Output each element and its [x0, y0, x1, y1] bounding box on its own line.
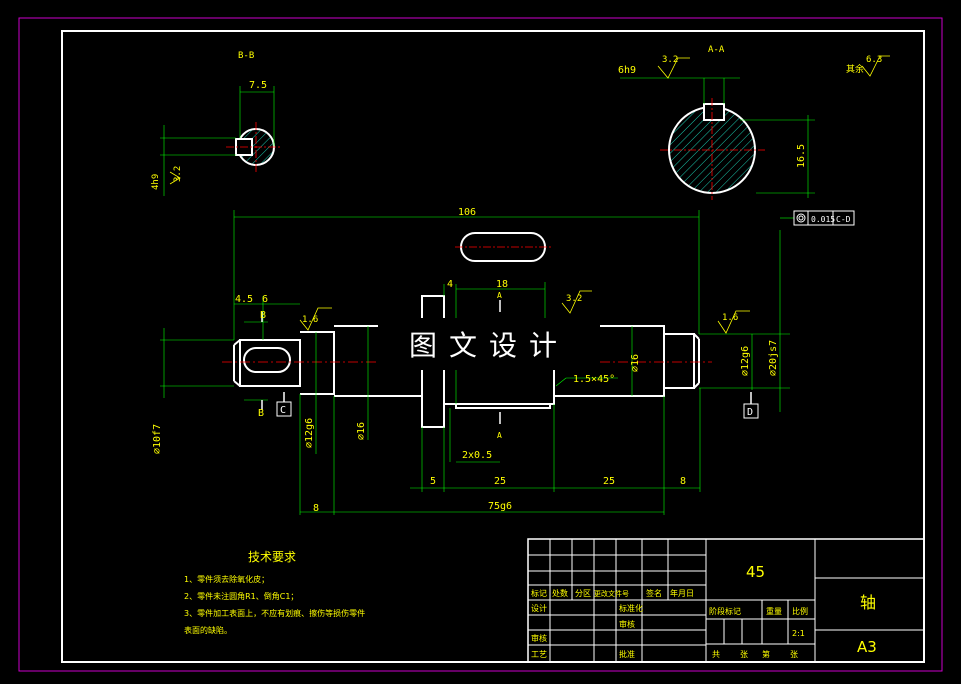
tol-ref: C-D: [836, 215, 851, 224]
dim-overall: 106: [458, 207, 476, 218]
datum-d-label: D: [747, 407, 753, 418]
dim-rough-mid: 3.2: [566, 294, 582, 304]
section-a-top: A: [497, 291, 502, 300]
dim-rough-right: 1.6: [722, 313, 738, 323]
dim-keyway-offset: 4: [447, 279, 453, 290]
tb-sheet-1: 张: [740, 650, 748, 659]
drawing-frame: [61, 30, 925, 663]
tb-header-2: 分区: [575, 589, 591, 598]
title-block: [527, 538, 925, 663]
tb-row-design: 设计: [531, 603, 547, 613]
tb-size: A3: [857, 638, 877, 656]
section-aa-depth: 16.5: [796, 144, 807, 168]
note-2: 2、零件未注圆角R1、倒角C1；: [184, 591, 298, 601]
tol-value: 0.015: [811, 215, 835, 224]
dim-chamfer: 1.5×45°: [573, 374, 615, 385]
tolerance-frame: [793, 210, 855, 226]
section-bb-title: B-B: [238, 51, 254, 61]
note-4: 表面的缺陷。: [184, 625, 232, 635]
dimension-texts: 106 4.5 6 4 18 1.5×45° 2x0.5 5 25 25 8 8…: [152, 207, 851, 514]
section-bb-roughness: 3.2: [173, 166, 183, 182]
tb-sheet-2: 第: [762, 649, 770, 659]
dim-dia-16-left: ⌀16: [356, 422, 367, 440]
dim-dia-10f7: ⌀10f7: [152, 424, 163, 454]
datum-b-label-2: B: [258, 408, 264, 419]
tb-std-2: 重量: [766, 606, 782, 616]
tb-material: 45: [746, 563, 765, 581]
note-1: 1、零件须去除氧化皮；: [184, 574, 269, 584]
section-aa-title: A-A: [708, 45, 725, 55]
tb-sheet-0: 共: [712, 650, 720, 659]
section-aa-fit: 6h9: [618, 65, 636, 76]
tb-row-review: 审核: [531, 633, 547, 643]
dim-len-75: 75g6: [488, 501, 512, 512]
section-bb-width: 7.5: [249, 80, 267, 91]
tb-header-3: 更改文件号: [594, 589, 629, 598]
tb-mid-2: 批准: [619, 649, 635, 659]
technical-notes: 技术要求 1、零件须去除氧化皮； 2、零件未注圆角R1、倒角C1； 3、零件加工…: [184, 550, 365, 635]
dim-d1: 4.5: [235, 294, 253, 305]
rest-roughness-value: 6.3: [866, 55, 882, 65]
rest-roughness-label: 其余: [846, 63, 864, 75]
datum-c-label: C: [280, 405, 286, 416]
dimension-lines: [160, 210, 794, 515]
section-aa-roughness: 3.2: [662, 55, 678, 65]
dim-rough-left: 1.6: [302, 315, 318, 325]
rest-roughness: 其余 6.3: [846, 55, 890, 77]
section-a-bottom: A: [497, 431, 502, 440]
dim-dia-12g6-right: ⌀12g6: [740, 346, 751, 376]
tb-header-1: 处数: [552, 588, 568, 598]
tb-std-1: 阶段标记: [709, 606, 741, 616]
tb-std-3: 比例: [792, 606, 808, 616]
tb-sheet-3: 张: [790, 650, 798, 659]
dim-dia-20js7: ⌀20js7: [768, 340, 779, 376]
notes-title: 技术要求: [248, 550, 296, 564]
section-bb: B-B 7.5 4h9 3.2: [151, 51, 280, 196]
tb-header-0: 标记: [531, 588, 547, 598]
tb-name: 轴: [860, 593, 876, 612]
dim-groove: 2x0.5: [462, 450, 492, 461]
tb-mid-0: 标准化: [619, 603, 643, 613]
section-aa: A-A 6h9 3.2 16.5: [618, 45, 815, 200]
concentricity-icon: [796, 213, 806, 223]
section-aa-keyway: [703, 103, 725, 121]
dim-seg3: 25: [603, 476, 615, 487]
dim-dia-16-right: ⌀16: [630, 354, 641, 372]
dim-seg1: 5: [430, 476, 436, 487]
dim-seg-left: 8: [313, 503, 319, 514]
tb-row-process: 工艺: [531, 650, 547, 659]
dim-dia-12g6-left: ⌀12g6: [304, 418, 315, 448]
note-3: 3、零件加工表面上，不应有划痕、擦伤等损伤零件: [184, 608, 365, 618]
datum-b-label: B: [260, 310, 266, 321]
dim-d2: 6: [262, 294, 268, 305]
watermark: 图文设计: [378, 318, 600, 370]
tb-header-4: 签名: [646, 588, 662, 598]
title-block-text: 45 轴 A3 2:1 标记 处数 分区 更改文件号 签名 年月日 设计 审核 …: [531, 563, 877, 659]
section-bb-depth: 4h9: [151, 174, 161, 190]
tb-scale: 2:1: [792, 629, 805, 638]
dim-keyway-len: 18: [496, 279, 508, 290]
dim-seg2: 25: [494, 476, 506, 487]
tb-mid-1: 审核: [619, 619, 635, 629]
outer-sheet-border: [18, 17, 943, 672]
dim-seg4: 8: [680, 476, 686, 487]
tb-header-5: 年月日: [670, 588, 694, 598]
